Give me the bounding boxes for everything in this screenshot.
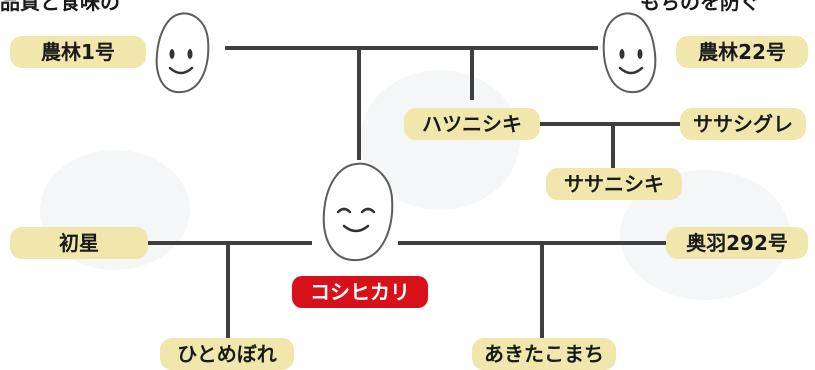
variety-koshihikari: コシヒカリ (292, 276, 428, 308)
variety-hatsuboshi: 初星 (10, 227, 148, 259)
variety-norin22: 農林22号 (676, 36, 808, 68)
variety-sasanishiki: ササニシキ (546, 168, 682, 200)
variety-sasashigure: ササシグレ (680, 108, 806, 140)
top-caption-right: もちのを防ぐ (640, 0, 760, 14)
rice-grain-face-icon (322, 162, 394, 262)
top-caption-left: 品質と食味の (0, 0, 120, 14)
variety-hitomebore: ひとめぼれ (160, 338, 294, 370)
rice-grain-face-icon (602, 12, 657, 94)
variety-hatsunishiki: ハツニシキ (404, 108, 540, 140)
variety-norin1: 農林1号 (10, 36, 146, 68)
rice-grain-face-icon (155, 12, 210, 94)
variety-akitakomachi: あきたこまち (472, 338, 616, 370)
variety-ou292: 奥羽292号 (666, 227, 808, 259)
